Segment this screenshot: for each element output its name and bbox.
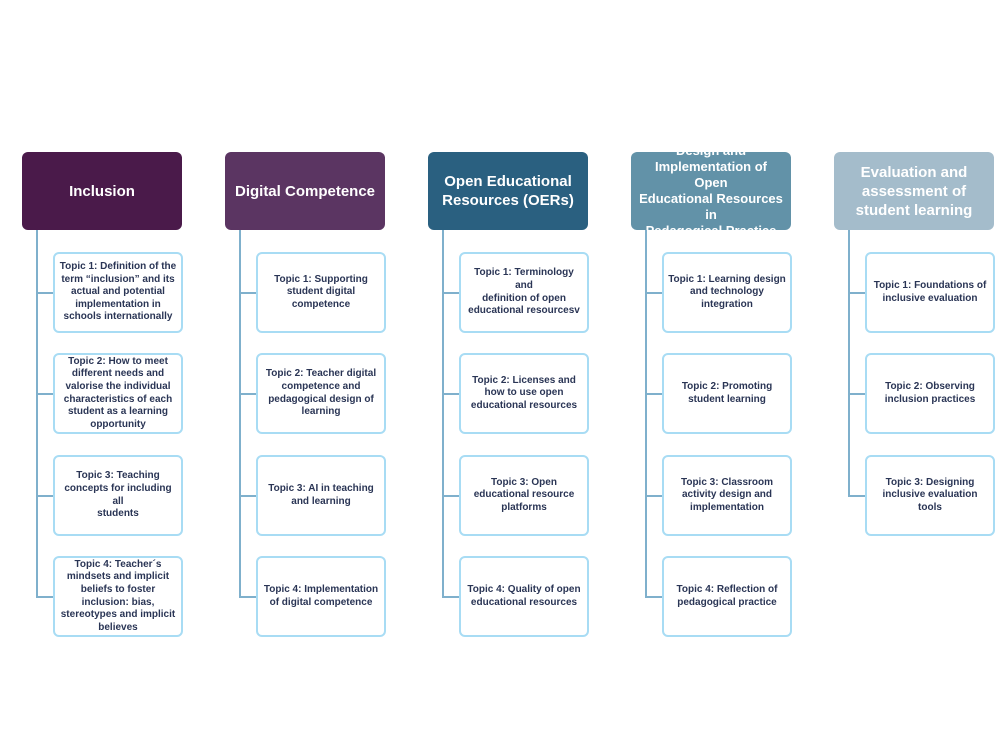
topic-label: Topic 3: Teaching concepts for including… bbox=[64, 470, 172, 520]
connector-trunk bbox=[239, 230, 241, 598]
connector-branch bbox=[645, 393, 663, 395]
column-title: Evaluation and assessment of student lea… bbox=[855, 163, 973, 219]
connector-branch bbox=[848, 393, 866, 395]
topic-box: Topic 2: How to meet different needs and… bbox=[53, 353, 183, 434]
connector-branch bbox=[442, 292, 460, 294]
topic-box: Topic 2: Observing inclusion practices bbox=[865, 353, 995, 434]
connector-branch bbox=[239, 596, 257, 598]
connector-branch bbox=[645, 596, 663, 598]
topic-label: Topic 3: Open educational resource platf… bbox=[473, 476, 575, 513]
column-title: Design and Implementation of Open Educat… bbox=[639, 143, 783, 238]
connector-trunk bbox=[848, 230, 850, 496]
column-title: Open Educational Resources (OERs) bbox=[442, 173, 574, 209]
topic-box: Topic 1: Supporting student digital comp… bbox=[256, 252, 386, 333]
topic-box: Topic 2: Teacher digital competence and … bbox=[256, 353, 386, 434]
topic-box: Topic 3: Teaching concepts for including… bbox=[53, 455, 183, 536]
connector-branch bbox=[442, 393, 460, 395]
column-header: Evaluation and assessment of student lea… bbox=[834, 152, 994, 230]
connector-branch bbox=[645, 495, 663, 497]
connector-branch bbox=[442, 495, 460, 497]
column-evaluation-and-assessment: Evaluation and assessment of student lea… bbox=[834, 152, 996, 642]
column-inclusion: Inclusion Topic 1: Definition of the ter… bbox=[22, 152, 184, 642]
connector-branch bbox=[848, 292, 866, 294]
connector-branch bbox=[239, 292, 257, 294]
connector-branch bbox=[36, 393, 54, 395]
topic-box: Topic 3: Designing inclusive evaluation … bbox=[865, 455, 995, 536]
topic-box: Topic 2: Licenses and how to use open ed… bbox=[459, 353, 589, 434]
topic-label: Topic 1: Learning design and technology … bbox=[668, 273, 786, 310]
column-header: Design and Implementation of Open Educat… bbox=[631, 143, 791, 238]
topic-label: Topic 3: Classroom activity design and i… bbox=[680, 476, 774, 513]
topic-label: Topic 4: Quality of open educational res… bbox=[467, 583, 581, 608]
connector-branch bbox=[848, 495, 866, 497]
topic-box: Topic 1: Foundations of inclusive evalua… bbox=[865, 252, 995, 333]
topic-box: Topic 1: Definition of the term “inclusi… bbox=[53, 252, 183, 333]
topic-box: Topic 2: Promoting student learning bbox=[662, 353, 792, 434]
column-header: Open Educational Resources (OERs) bbox=[428, 152, 588, 230]
column-title: Digital Competence bbox=[234, 182, 376, 200]
topic-box: Topic 4: Reflection of pedagogical pract… bbox=[662, 556, 792, 637]
topic-label: Topic 4: Implementation of digital compe… bbox=[263, 583, 379, 608]
connector-trunk bbox=[442, 230, 444, 598]
topic-label: Topic 2: Teacher digital competence and … bbox=[265, 368, 377, 418]
connector-branch bbox=[645, 292, 663, 294]
topic-label: Topic 3: AI in teaching and learning bbox=[268, 482, 374, 507]
topic-label: Topic 4: Reflection of pedagogical pract… bbox=[676, 583, 778, 608]
topic-box: Topic 3: AI in teaching and learning bbox=[256, 455, 386, 536]
topic-box: Topic 1: Learning design and technology … bbox=[662, 252, 792, 333]
topic-label: Topic 2: Licenses and how to use open ed… bbox=[470, 374, 578, 411]
topic-box: Topic 1: Terminology and definition of o… bbox=[459, 252, 589, 333]
connector-branch bbox=[36, 292, 54, 294]
column-header: Digital Competence bbox=[225, 152, 385, 230]
topic-label: Topic 4: Teacher´s mindsets and implicit… bbox=[60, 558, 176, 633]
column-open-educational-resources: Open Educational Resources (OERs) Topic … bbox=[428, 152, 590, 642]
connector-branch bbox=[239, 393, 257, 395]
connector-trunk bbox=[645, 230, 647, 598]
connector-trunk bbox=[36, 230, 38, 598]
topic-label: Topic 1: Definition of the term “inclusi… bbox=[59, 261, 177, 323]
column-header: Inclusion bbox=[22, 152, 182, 230]
topic-label: Topic 2: Observing inclusion practices bbox=[884, 380, 976, 405]
column-title: Inclusion bbox=[69, 182, 135, 200]
connector-branch bbox=[36, 495, 54, 497]
connector-branch bbox=[36, 596, 54, 598]
topic-label: Topic 1: Terminology and definition of o… bbox=[468, 267, 580, 317]
topic-box: Topic 4: Teacher´s mindsets and implicit… bbox=[53, 556, 183, 637]
topic-label: Topic 1: Supporting student digital comp… bbox=[274, 273, 368, 310]
topic-label: Topic 3: Designing inclusive evaluation … bbox=[882, 476, 978, 513]
topic-label: Topic 2: How to meet different needs and… bbox=[63, 355, 173, 430]
column-digital-competence: Digital Competence Topic 1: Supporting s… bbox=[225, 152, 387, 642]
topic-box: Topic 3: Open educational resource platf… bbox=[459, 455, 589, 536]
column-design-and-implementation: Design and Implementation of Open Educat… bbox=[631, 143, 793, 642]
connector-branch bbox=[239, 495, 257, 497]
topic-label: Topic 2: Promoting student learning bbox=[681, 380, 773, 405]
topic-box: Topic 3: Classroom activity design and i… bbox=[662, 455, 792, 536]
topic-box: Topic 4: Quality of open educational res… bbox=[459, 556, 589, 637]
topic-label: Topic 1: Foundations of inclusive evalua… bbox=[873, 279, 987, 304]
topic-box: Topic 4: Implementation of digital compe… bbox=[256, 556, 386, 637]
connector-branch bbox=[442, 596, 460, 598]
